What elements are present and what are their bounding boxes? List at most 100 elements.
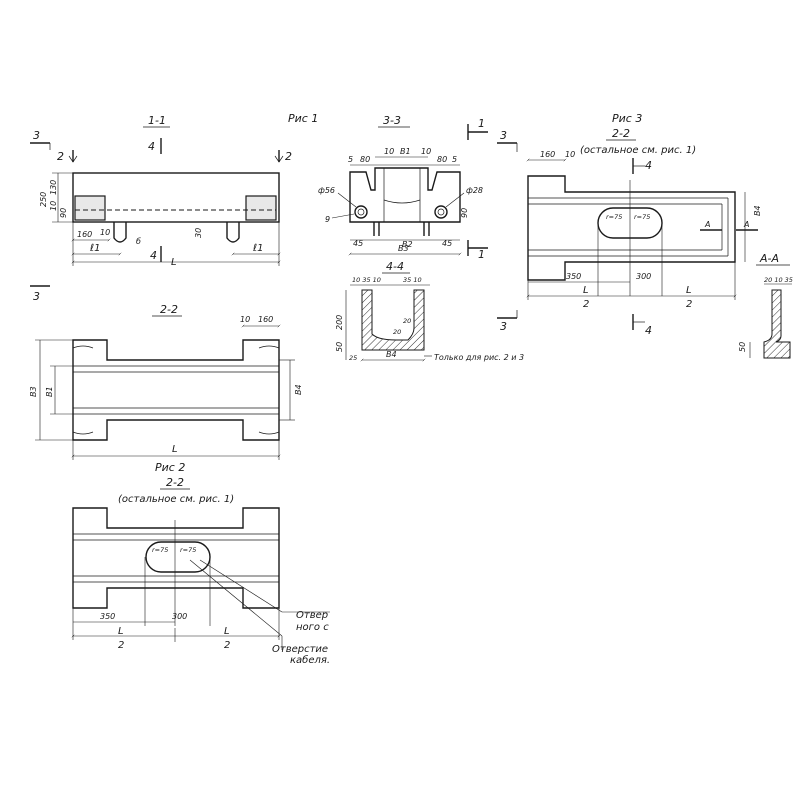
dim-30: 30 xyxy=(194,228,203,238)
dim-20-b: 20 xyxy=(403,317,411,325)
plan-dim-L: L xyxy=(172,444,178,455)
dim-B3: В3 xyxy=(398,244,409,253)
callout-hole-1-line2: ного с xyxy=(296,622,329,633)
fig3-cut-mark-3-top: 3 xyxy=(500,129,507,142)
dim-r75-right: r=75 xyxy=(634,213,650,221)
dim-50: 50 xyxy=(738,342,747,352)
dim-9: 9 xyxy=(325,215,330,224)
fig3-plan: Рис 3 2-2 (остальное см. рис. 1) 3 160 1… xyxy=(497,112,762,337)
dim-B2: В2 xyxy=(402,240,413,249)
dim-top-left: 10 35 10 xyxy=(352,276,381,284)
dim-half-left-bottom: 2 xyxy=(118,640,124,651)
dim-half-right-bottom: 2 xyxy=(224,640,230,651)
fig1-caption: Рис 1 xyxy=(288,112,318,125)
dim-half-left-top: L xyxy=(583,285,589,296)
dim-50: 50 xyxy=(335,342,344,352)
fig1-elevation: 1-1 Рис 1 4 3 2 2 250 130 10 90 160 10 xyxy=(30,112,318,303)
fig3-caption: Рис 3 xyxy=(612,112,642,125)
fig3-cut-mark-3-bottom: 3 xyxy=(500,320,507,333)
dim-10-right: 10 xyxy=(421,147,431,156)
dim-10: 10 xyxy=(240,315,250,324)
fig2-plan: Рис 2 2-2 (остальное см. рис. 1) r=75 r=… xyxy=(71,461,330,666)
dim-160: 160 xyxy=(540,150,555,159)
dim-300: 300 xyxy=(172,612,187,621)
section-3-3: 3-3 1 5 80 10 В1 10 80 5 ф56 ф28 9 90 45… xyxy=(318,114,488,261)
section-4-4: 4-4 10 35 10 35 10 200 50 20 20 25 В4 То… xyxy=(335,260,524,362)
dim-l1-right: ℓ1 xyxy=(253,243,264,254)
cut-mark-1-top: 1 xyxy=(478,117,485,130)
dim-B1: В1 xyxy=(400,147,411,156)
dim-350: 350 xyxy=(566,272,581,281)
dim-300: 300 xyxy=(636,272,651,281)
dim-B3: В3 xyxy=(29,386,38,397)
section-A-A-title: А-А xyxy=(759,252,779,265)
dim-b: б xyxy=(136,237,141,246)
callout-hole-2-line2: кабеля. xyxy=(290,654,330,666)
dim-10: 10 xyxy=(565,150,575,159)
dim-20-a: 20 xyxy=(393,328,401,336)
cut-mark-2-left: 2 xyxy=(57,150,64,163)
cut-mark-3-lower: 3 xyxy=(33,290,40,303)
fig3-title: 2-2 xyxy=(612,127,630,140)
cut-mark-4-bottom: 4 xyxy=(150,249,157,262)
dim-10: 10 xyxy=(49,201,58,211)
dim-130: 130 xyxy=(49,180,58,195)
dim-l1-left: ℓ1 xyxy=(90,243,101,254)
dim-B1: В1 xyxy=(45,386,54,397)
section-A-A: А-А 20 10 35 50 xyxy=(738,252,793,359)
dim-B4: В4 xyxy=(753,205,762,216)
section-4-4-title: 4-4 xyxy=(386,260,404,273)
mark-A-left: А xyxy=(704,220,710,229)
dim-80-right: 80 xyxy=(437,155,447,164)
cut-mark-2-right: 2 xyxy=(285,150,292,163)
dim-half-right-top: L xyxy=(224,626,230,637)
dim-160: 160 xyxy=(77,230,92,239)
dim-90: 90 xyxy=(460,208,469,218)
dim-half-right-bottom: 2 xyxy=(686,299,692,310)
dim-r75-right: r=75 xyxy=(180,546,196,554)
dim-200: 200 xyxy=(335,315,344,330)
dim-d56: ф56 xyxy=(318,186,335,195)
dim-B4: В4 xyxy=(386,350,397,359)
dim-top-right: 35 10 xyxy=(403,276,422,284)
callout-hole-1-line1: Отвер xyxy=(296,610,328,621)
fig3-cut-mark-4-bottom: 4 xyxy=(645,324,652,337)
dim-80-left: 80 xyxy=(360,155,370,164)
dim-d28: ф28 xyxy=(466,186,483,195)
fig1-plan: 2-2 10 160 В3 В1 В4 L xyxy=(29,303,303,460)
dim-45-right: 45 xyxy=(442,239,452,248)
dim-10-bottom: 10 xyxy=(100,228,110,237)
fig2-title: 2-2 xyxy=(166,476,184,489)
dim-45-left: 45 xyxy=(353,239,363,248)
dim-5-right: 5 xyxy=(452,155,457,164)
dim-half-right-top: L xyxy=(686,285,692,296)
dim-90: 90 xyxy=(59,208,68,218)
section-3-3-title: 3-3 xyxy=(383,114,401,127)
section-1-1-title: 1-1 xyxy=(148,114,166,127)
dim-160: 160 xyxy=(258,315,273,324)
dim-half-left-top: L xyxy=(118,626,124,637)
fig2-caption: Рис 2 xyxy=(155,461,185,474)
cut-mark-3: 3 xyxy=(33,129,40,142)
dim-250: 250 xyxy=(39,192,48,207)
fig3-subtitle: (остальное см. рис. 1) xyxy=(580,145,696,156)
dim-5-left: 5 xyxy=(348,155,353,164)
dim-B4: В4 xyxy=(294,384,303,395)
fig2-subtitle: (остальное см. рис. 1) xyxy=(118,494,234,505)
cut-mark-4-top: 4 xyxy=(148,140,155,153)
callout-hole-2-line1: Отверстие xyxy=(272,644,328,655)
dim-25: 25 xyxy=(349,354,357,362)
plan-2-2-title: 2-2 xyxy=(160,303,178,316)
dim-top: 20 10 35 xyxy=(764,276,793,284)
dim-350: 350 xyxy=(100,612,115,621)
note-only-fig-2-3: Только для рис. 2 и 3 xyxy=(434,353,524,362)
dim-r75-left: r=75 xyxy=(152,546,168,554)
cut-mark-1-bottom: 1 xyxy=(478,248,485,261)
dim-L: L xyxy=(171,257,177,268)
dim-r75-left: r=75 xyxy=(606,213,622,221)
mark-A-right: А xyxy=(743,220,749,229)
dim-half-left-bottom: 2 xyxy=(583,299,589,310)
fig3-cut-mark-4-top: 4 xyxy=(645,159,652,172)
dim-10-left: 10 xyxy=(384,147,394,156)
